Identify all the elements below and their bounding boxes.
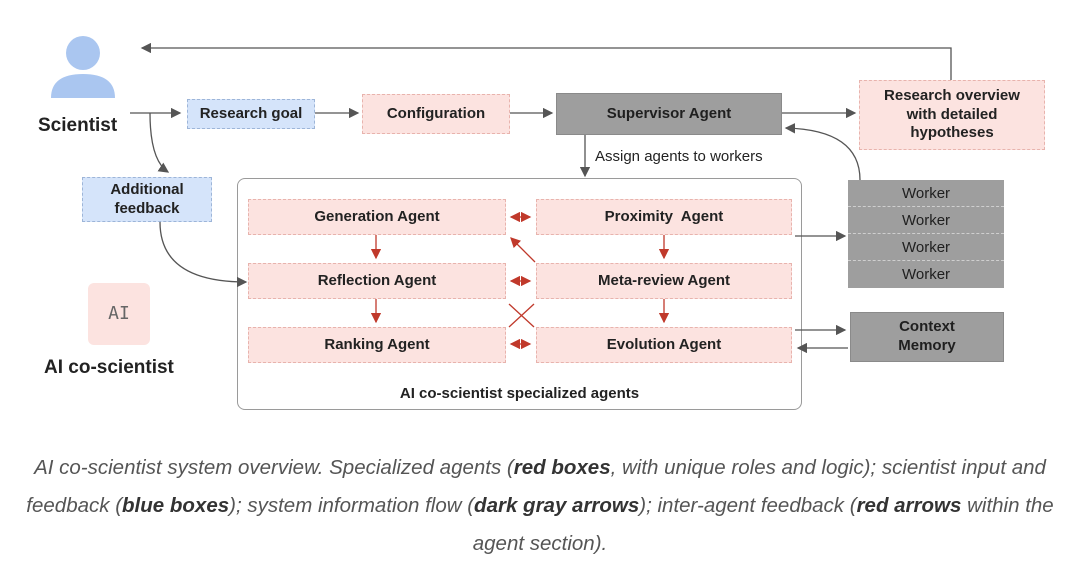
meta-review-agent-box: Meta-review Agent — [536, 263, 792, 299]
scientist-label: Scientist — [38, 115, 118, 136]
flow-arrows — [130, 42, 952, 354]
worker-box: Worker — [848, 180, 1004, 207]
configuration-box: Configuration — [362, 94, 510, 134]
proximity-agent-box: Proximity Agent — [536, 199, 792, 235]
context-memory-box: Context Memory — [850, 312, 1004, 362]
assign-agents-label: Assign agents to workers — [595, 148, 763, 165]
ai-badge-icon: AI — [88, 283, 150, 345]
ranking-agent-box: Ranking Agent — [248, 327, 506, 363]
worker-box: Worker — [848, 261, 1004, 288]
evolution-agent-box: Evolution Agent — [536, 327, 792, 363]
supervisor-agent-box: Supervisor Agent — [556, 93, 782, 135]
agents-panel-title: AI co-scientist specialized agents — [399, 385, 640, 402]
research-goal-box: Research goal — [187, 99, 315, 129]
generation-agent-box: Generation Agent — [248, 199, 506, 235]
additional-feedback-box: Additional feedback — [82, 177, 212, 222]
reflection-agent-box: Reflection Agent — [248, 263, 506, 299]
figure-caption: AI co-scientist system overview. Special… — [26, 456, 1054, 555]
research-overview-box: Research overview with detailed hypothes… — [859, 80, 1045, 150]
ai-co-scientist-label: AI co-scientist — [44, 357, 174, 378]
worker-box: Worker — [848, 207, 1004, 234]
worker-box: Worker — [848, 234, 1004, 261]
scientist-icon — [51, 36, 115, 98]
